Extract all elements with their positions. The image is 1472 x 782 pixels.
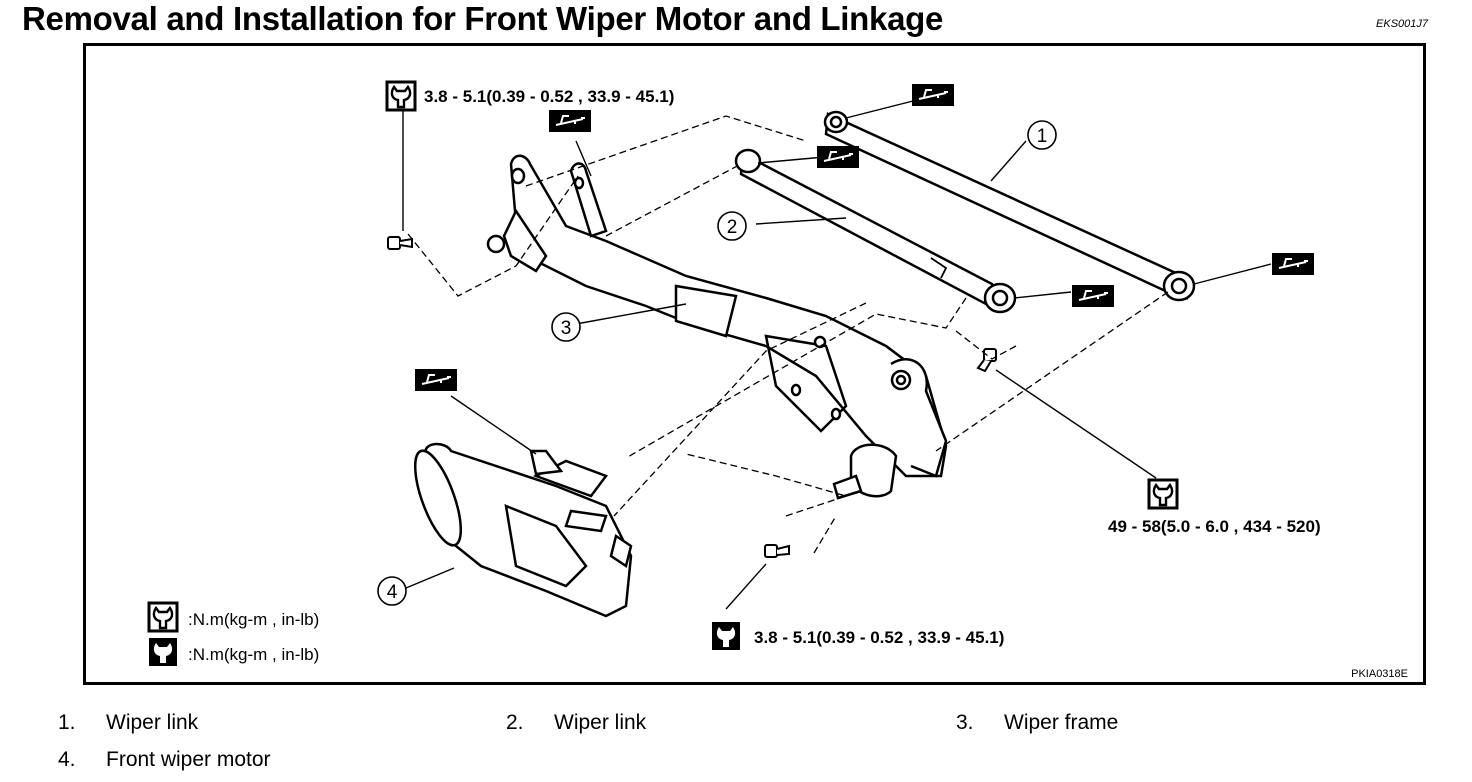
wiper-diagram: 3.8 - 5.1(0.39 - 0.52 , 33.9 - 45.1) 49 …: [147, 80, 1408, 680]
wiper-link-1: [823, 110, 1196, 302]
part-item: 2. Wiper link: [506, 711, 646, 735]
legend: :N.m(kg-m , in-lb) :N.m(kg-m , in-lb): [147, 601, 319, 666]
part-number: 3.: [956, 711, 974, 734]
assembly-lines: [407, 115, 1169, 554]
part-item: 3. Wiper frame: [956, 711, 1118, 735]
callout-1: 1: [1027, 120, 1057, 150]
part-name: Wiper frame: [1004, 711, 1119, 734]
torque-wrench-outline-icon: [385, 80, 417, 112]
document-code: EKS001J7: [1376, 18, 1428, 30]
grease-applicator-icon: [414, 368, 458, 392]
grease-applicator-icon: [911, 83, 955, 107]
svg-text:3: 3: [561, 318, 572, 339]
torque-wrench-solid-icon: [712, 622, 740, 650]
part-item: 1. Wiper link: [58, 711, 198, 735]
part-name: Front wiper motor: [106, 748, 271, 771]
legend-text-solid: :N.m(kg-m , in-lb): [188, 645, 319, 664]
diagram-frame: 3.8 - 5.1(0.39 - 0.52 , 33.9 - 45.1) 49 …: [83, 43, 1426, 685]
grease-applicator-icon: [548, 109, 592, 133]
grease-applicator-icon: [816, 145, 860, 169]
torque-label-right: 49 - 58(5.0 - 6.0 , 434 - 520): [1108, 517, 1321, 536]
svg-text:2: 2: [727, 217, 738, 238]
wiper-frame: [486, 154, 948, 500]
torque-wrench-outline-icon: [147, 601, 179, 633]
bolt-frame-left: [387, 236, 413, 250]
torque-label-bottom: 3.8 - 5.1(0.39 - 0.52 , 33.9 - 45.1): [754, 628, 1004, 647]
parts-legend: 1.Wiper link 2.Wiper link 3.Wiper frame …: [0, 697, 1472, 782]
part-item: 4. Front wiper motor: [58, 748, 271, 772]
bolt-bottom: [764, 544, 790, 558]
figure-id: PKIA0318E: [1351, 668, 1408, 680]
part-number: 2.: [506, 711, 524, 734]
torque-wrench-outline-icon: [1147, 478, 1179, 510]
torque-label-top: 3.8 - 5.1(0.39 - 0.52 , 33.9 - 45.1): [424, 87, 674, 106]
torque-wrench-solid-icon: [149, 638, 177, 666]
part-number: 4.: [58, 748, 76, 771]
part-name: Wiper link: [106, 711, 199, 734]
svg-text:1: 1: [1037, 126, 1048, 147]
grease-applicator-icon: [1271, 252, 1315, 276]
wiper-link-2: [734, 148, 1017, 314]
callout-4: 4: [377, 576, 407, 606]
callout-2: 2: [717, 211, 747, 241]
callout-3: 3: [551, 312, 581, 342]
bolt-right: [976, 348, 997, 373]
part-name: Wiper link: [554, 711, 647, 734]
grease-applicator-icon: [1071, 284, 1115, 308]
front-wiper-motor: [413, 442, 633, 618]
page-title: Removal and Installation for Front Wiper…: [22, 0, 944, 37]
part-number: 1.: [58, 711, 76, 734]
svg-text:4: 4: [387, 582, 398, 603]
legend-text-outline: :N.m(kg-m , in-lb): [188, 610, 319, 629]
